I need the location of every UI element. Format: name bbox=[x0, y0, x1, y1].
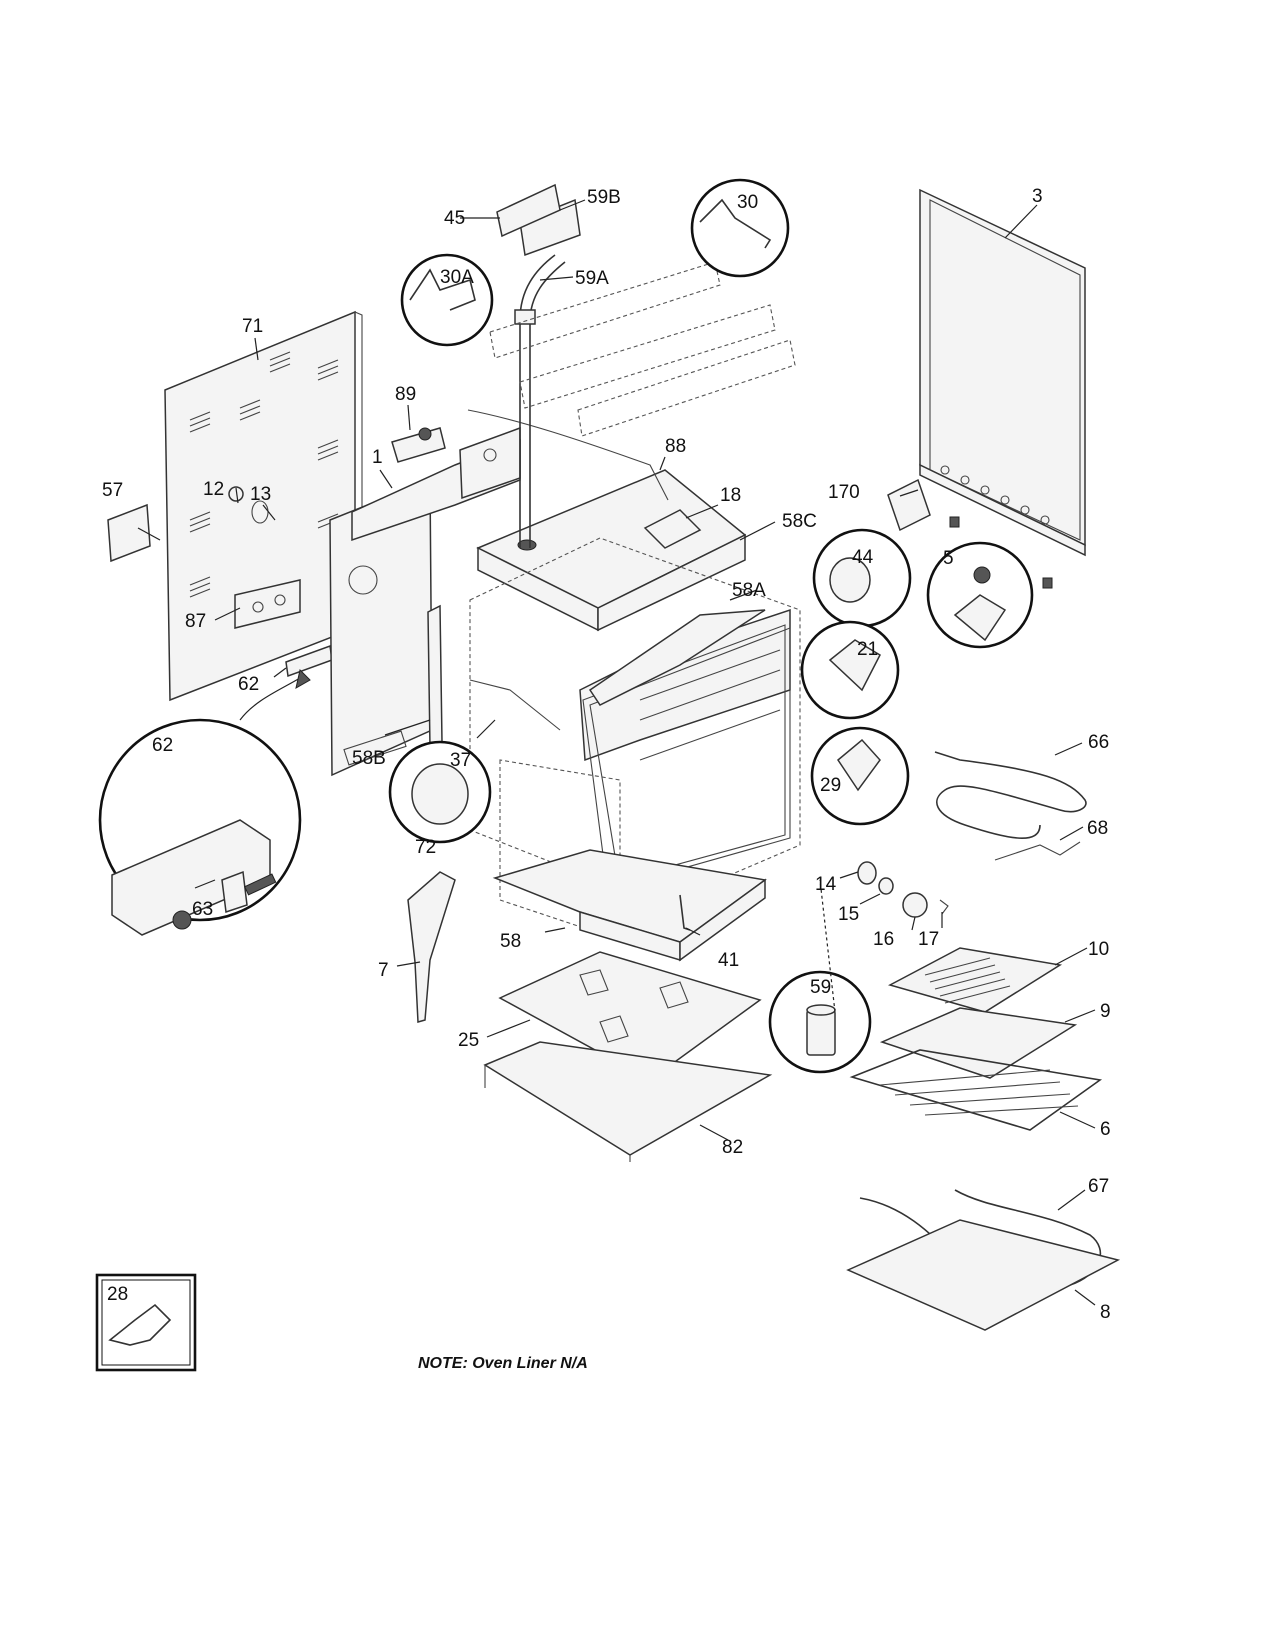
label-29: 29 bbox=[820, 775, 841, 796]
label-30a: 30A bbox=[440, 267, 474, 288]
sensor-bracket bbox=[643, 509, 702, 549]
label-59a: 59A bbox=[575, 268, 609, 289]
label-25: 25 bbox=[458, 1030, 479, 1051]
floor-panel bbox=[483, 1041, 773, 1162]
front-insulation bbox=[588, 609, 766, 706]
detail-callouts bbox=[98, 178, 1034, 1074]
label-28: 28 bbox=[107, 1284, 128, 1305]
label-62-detail: 62 bbox=[152, 735, 173, 756]
label-9: 9 bbox=[1100, 1001, 1111, 1022]
label-57: 57 bbox=[102, 480, 123, 501]
label-18: 18 bbox=[720, 485, 741, 506]
label-6: 6 bbox=[1100, 1119, 1111, 1140]
door-screws bbox=[949, 516, 1053, 589]
label-170: 170 bbox=[828, 482, 860, 503]
inset-part-28 bbox=[95, 1273, 197, 1372]
label-7: 7 bbox=[378, 960, 389, 981]
broiler-pan bbox=[879, 1007, 1078, 1079]
label-8: 8 bbox=[1100, 1302, 1111, 1323]
part-labels: 45 59B 30 3 30A 59A 71 89 88 12 13 1 57 … bbox=[102, 186, 1111, 1372]
door-latch bbox=[887, 478, 931, 532]
label-10: 10 bbox=[1088, 939, 1109, 960]
label-87: 87 bbox=[185, 611, 206, 632]
oven-sensor bbox=[469, 679, 561, 731]
label-3: 3 bbox=[1032, 186, 1043, 207]
label-12: 12 bbox=[203, 479, 224, 500]
label-59: 59 bbox=[810, 977, 831, 998]
label-71: 71 bbox=[242, 316, 263, 337]
label-21: 21 bbox=[857, 639, 878, 660]
label-58: 58 bbox=[500, 931, 521, 952]
label-14: 14 bbox=[815, 874, 837, 895]
oven-door bbox=[919, 188, 1086, 557]
label-68: 68 bbox=[1087, 818, 1108, 839]
label-62: 62 bbox=[238, 674, 259, 695]
bottom-insulation bbox=[492, 849, 767, 962]
label-59b: 59B bbox=[587, 187, 621, 208]
sensor-wire bbox=[467, 409, 669, 501]
label-82: 82 bbox=[722, 1137, 743, 1158]
top-rails bbox=[489, 261, 796, 437]
label-89: 89 bbox=[395, 384, 416, 405]
oven-bottom-pan bbox=[846, 1219, 1121, 1331]
label-1: 1 bbox=[372, 447, 383, 468]
label-63: 63 bbox=[192, 899, 213, 920]
door-hinge bbox=[407, 871, 456, 1023]
arrow-head bbox=[295, 669, 311, 689]
label-58b: 58B bbox=[352, 748, 386, 769]
label-30: 30 bbox=[737, 192, 758, 213]
label-15: 15 bbox=[838, 904, 859, 925]
thermostat bbox=[391, 427, 446, 463]
label-16: 16 bbox=[873, 929, 894, 950]
leader-lines bbox=[137, 199, 1096, 1306]
label-5: 5 bbox=[943, 548, 954, 569]
side-insulation bbox=[427, 604, 443, 750]
label-37: 37 bbox=[450, 750, 471, 771]
label-88: 88 bbox=[665, 436, 686, 457]
top-insulation bbox=[476, 469, 747, 632]
label-67: 67 bbox=[1088, 1176, 1109, 1197]
broil-element bbox=[934, 751, 1087, 839]
label-66: 66 bbox=[1088, 732, 1109, 753]
vent-duct bbox=[351, 426, 521, 542]
detail-arrow bbox=[239, 677, 301, 721]
label-58c: 58C bbox=[782, 511, 817, 532]
element-bracket bbox=[994, 841, 1081, 861]
oven-rack bbox=[849, 1049, 1103, 1131]
label-58a: 58A bbox=[732, 580, 766, 601]
label-17: 17 bbox=[918, 929, 939, 950]
label-41: 41 bbox=[718, 950, 739, 971]
label-72: 72 bbox=[415, 837, 436, 858]
label-44: 44 bbox=[852, 547, 874, 568]
side-plate bbox=[107, 503, 151, 563]
label-45: 45 bbox=[444, 208, 465, 229]
oven-light-parts bbox=[857, 861, 949, 918]
broiler-grid bbox=[887, 947, 1063, 1013]
vent-tube bbox=[514, 198, 581, 548]
label-13: 13 bbox=[250, 484, 271, 505]
note-text: NOTE: Oven Liner N/A bbox=[418, 1355, 588, 1372]
